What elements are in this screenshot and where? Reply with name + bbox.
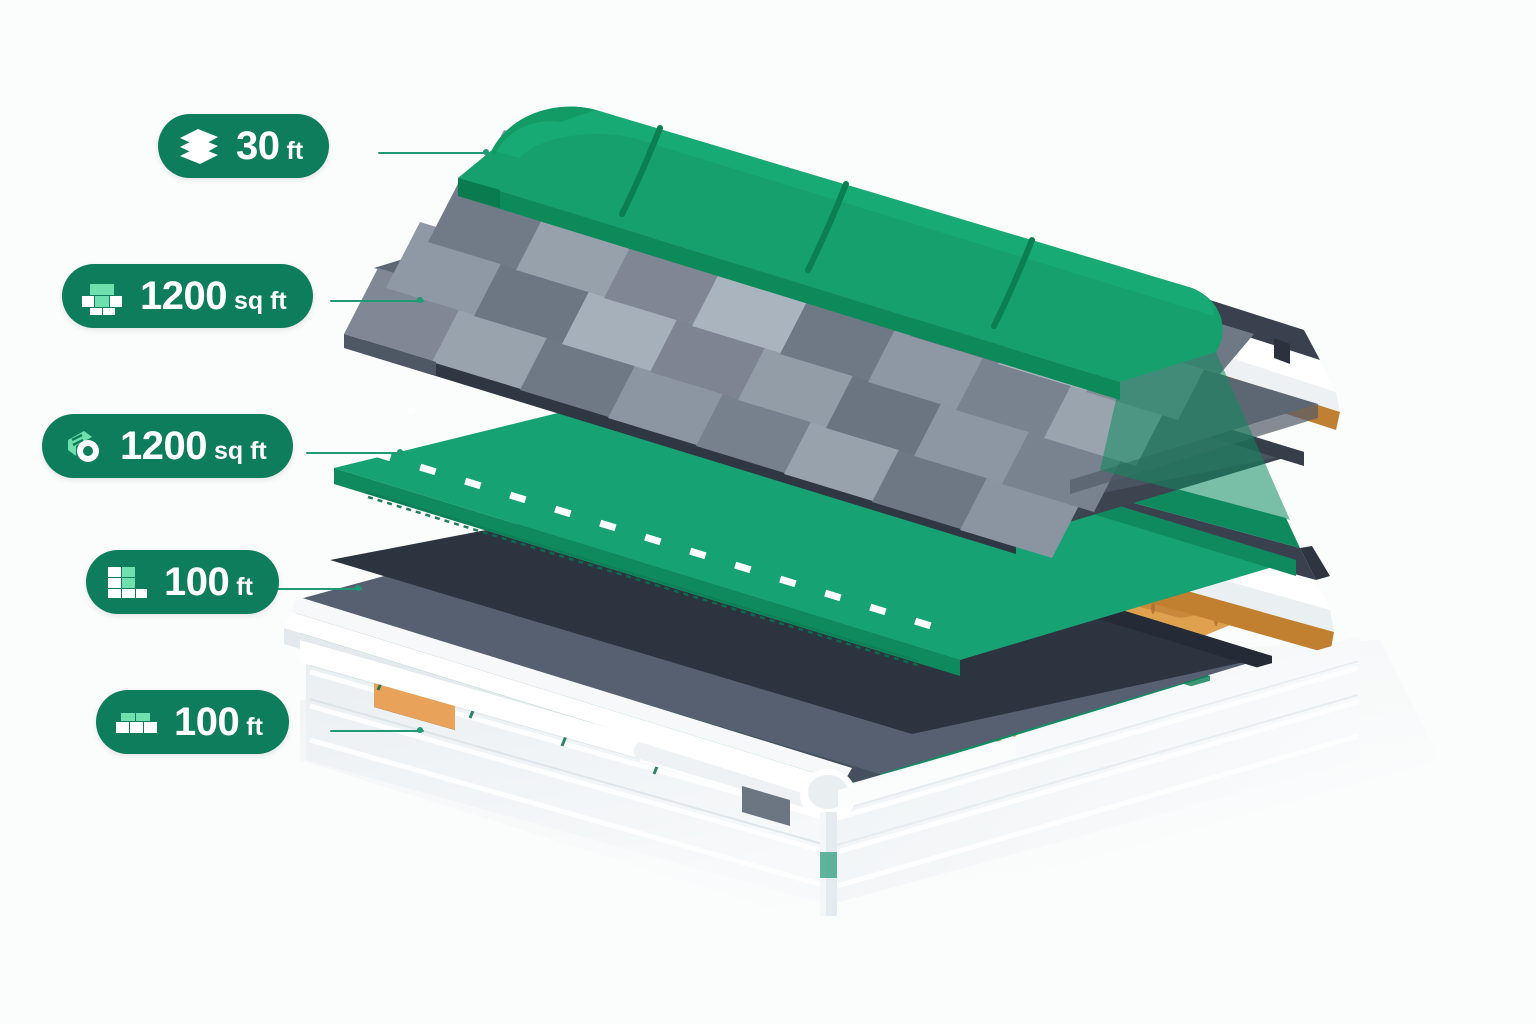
badge-starter-course-value: 100 (174, 700, 240, 744)
badge-field-shingles-unit: sq ft (233, 287, 287, 315)
badge-drip-edge-text: 100 ft (164, 562, 253, 602)
badge-underlayment-text: 1200 sq ft (120, 426, 267, 466)
badge-drip-edge-unit: ft (236, 573, 253, 601)
badge-field-shingles[interactable]: 1200 sq ft (62, 264, 313, 328)
ridge-back-slope (1100, 352, 1290, 520)
leader-line-field-shingles (330, 300, 424, 302)
stacked-sheets-icon (180, 129, 218, 164)
badge-underlayment[interactable]: 1200 sq ft (42, 414, 293, 478)
badge-field-shingles-text: 1200 sq ft (140, 276, 287, 316)
downspout-band (820, 852, 837, 878)
roll-icon (68, 431, 99, 462)
leader-line-underlayment (306, 452, 404, 454)
badge-starter-course-text: 100 ft (174, 702, 263, 742)
badge-ridge-cap[interactable]: 30 ft (158, 114, 330, 178)
leader-line-ridge-cap (378, 152, 490, 154)
badge-starter-course-unit: ft (246, 713, 263, 741)
badge-ridge-cap-unit: ft (286, 137, 304, 165)
badge-underlayment-value: 1200 (120, 424, 207, 468)
brick-row-icon (116, 713, 157, 733)
layer-ridge-cap[interactable] (458, 106, 1223, 400)
eave-fascia-gutter (300, 638, 1360, 916)
house-body (306, 636, 1360, 906)
shingle-course-icon (82, 284, 122, 315)
badge-starter-course[interactable]: 100 ft (96, 690, 289, 754)
badge-underlayment-unit: sq ft (213, 437, 267, 465)
badge-field-shingles-value: 1200 (140, 274, 227, 318)
badge-drip-edge-value: 100 (164, 560, 230, 604)
leader-line-drip-edge (272, 588, 362, 590)
step-blocks-icon (108, 567, 147, 598)
badge-drip-edge[interactable]: 100 ft (86, 550, 279, 614)
leader-line-starter-course (330, 730, 424, 732)
badge-ridge-cap-text: 30 ft (236, 126, 303, 166)
badge-ridge-cap-value: 30 (236, 124, 280, 168)
